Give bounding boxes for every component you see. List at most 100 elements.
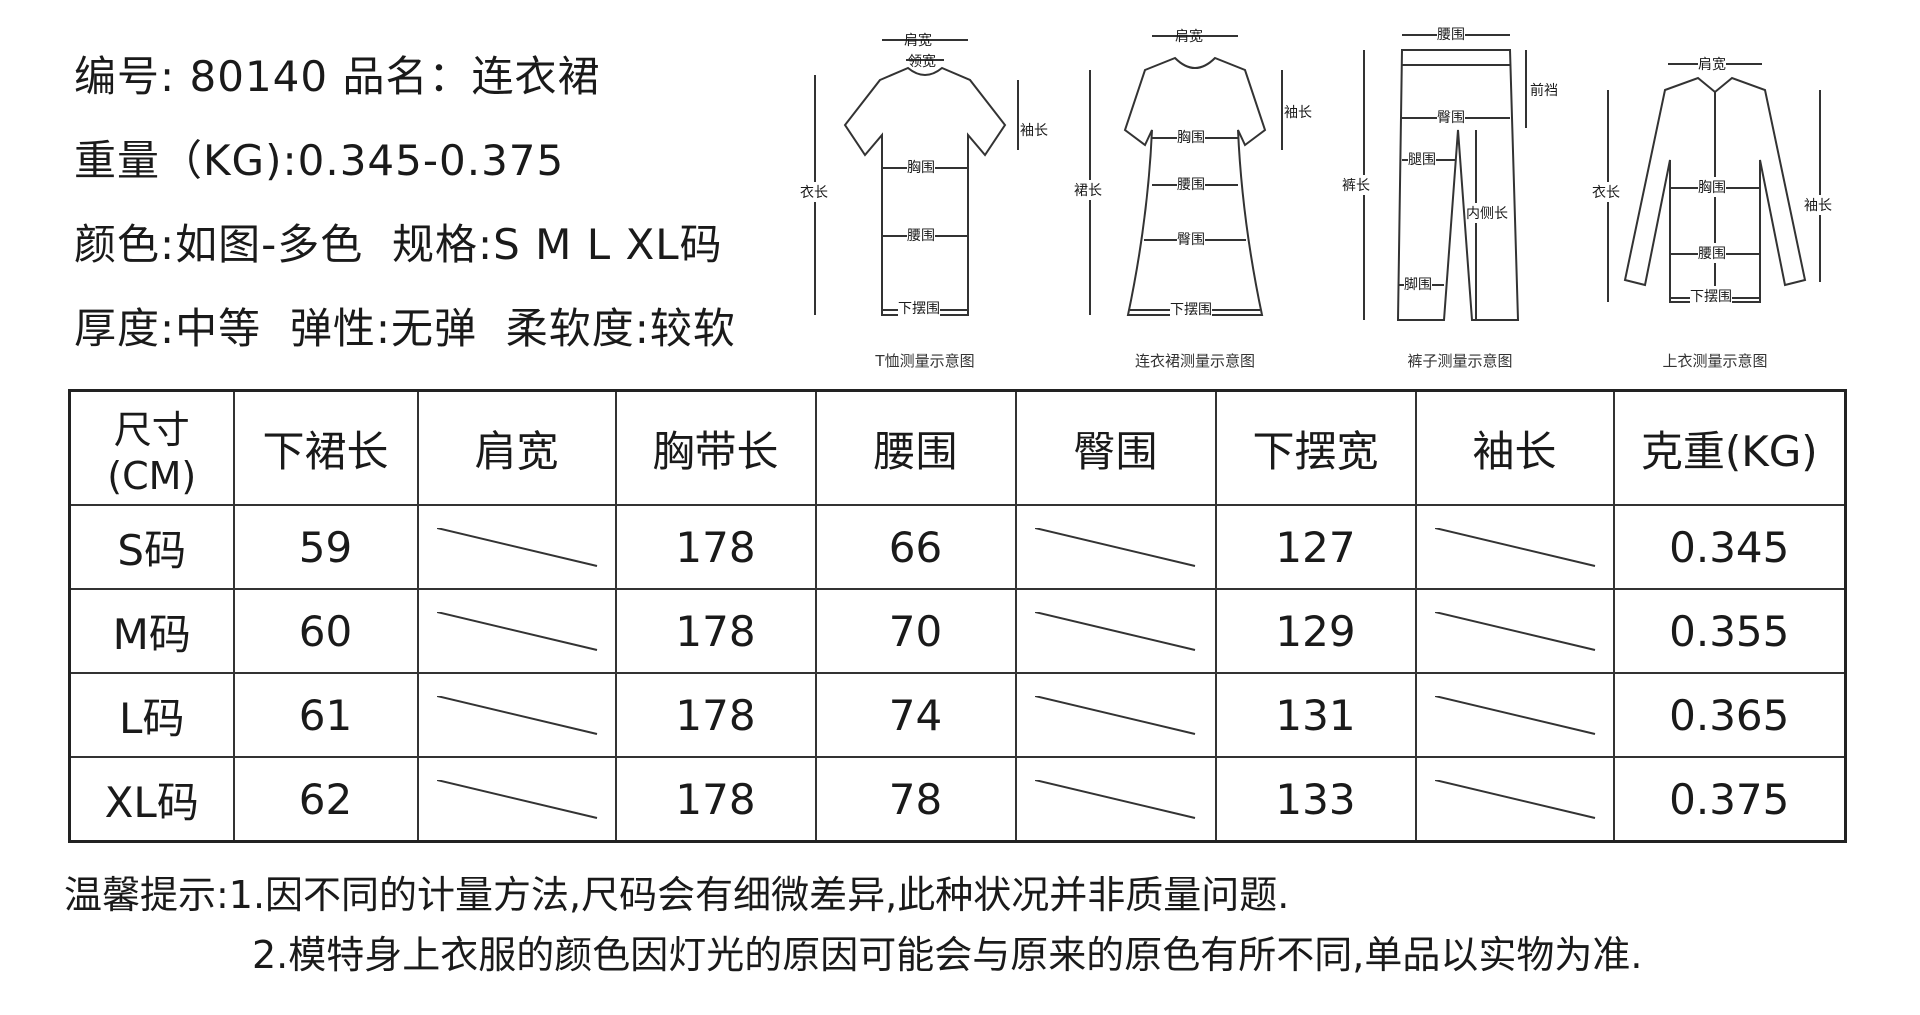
product-fabric-props: 厚度:中等 弹性:无弹 柔软度:较软	[74, 304, 736, 353]
table-row: L码 61 178 74 131 0.365	[68, 672, 1847, 758]
pants-label-inseam: 内侧长	[1466, 203, 1508, 223]
cell-waist: 74	[814, 672, 1017, 758]
cell-size: L码	[68, 672, 235, 758]
pants-illustration	[1363, 34, 1527, 321]
warm-tip-note-1: 温馨提示:1.因不同的计量方法,尺码会有细微差异,此种状况并非质量问题.	[64, 873, 1290, 917]
cell-waist: 78	[814, 756, 1017, 843]
cell-not-applicable	[1414, 504, 1615, 590]
shirt-caption: 上衣测量示意图	[1662, 352, 1768, 370]
pants-label-leg: 脚围	[1404, 274, 1432, 294]
cell-hem-width: 131	[1214, 672, 1417, 758]
diagonal-slash-mark	[436, 528, 597, 567]
dress-diagram: 肩宽 袖长 裙长 胸围 腰围 臀围 下摆围 连衣裙测量示意图	[1070, 20, 1320, 380]
pants-caption: 裤子测量示意图	[1407, 352, 1513, 370]
cell-not-applicable	[416, 504, 617, 590]
cell-not-applicable	[416, 756, 617, 843]
header-sleeve: 袖长	[1414, 389, 1615, 506]
header-waist: 腰围	[814, 389, 1017, 506]
header-hip: 臀围	[1014, 389, 1217, 506]
cell-not-applicable	[1014, 588, 1217, 674]
cell-not-applicable	[1414, 756, 1615, 843]
header-shoulder: 肩宽	[416, 389, 617, 506]
tshirt-label-sleeve: 袖长	[1020, 123, 1048, 139]
cell-hem-width: 127	[1214, 504, 1417, 590]
cell-skirt-length: 59	[232, 504, 419, 590]
diagonal-slash-mark	[1034, 612, 1195, 651]
cell-hem-width: 129	[1214, 588, 1417, 674]
cell-waist: 66	[814, 504, 1017, 590]
cell-weight: 0.375	[1612, 756, 1847, 843]
diagonal-slash-mark	[1434, 528, 1595, 567]
cell-chest-band: 178	[614, 756, 817, 843]
diagonal-slash-mark	[1034, 780, 1195, 819]
diagonal-slash-mark	[436, 612, 597, 651]
pants-diagram: 腰围 前裆 臀围 裤长 腿围 内侧长 脚围 裤子测量示意图	[1340, 20, 1580, 380]
table-row: M码 60 178 70 129 0.355	[68, 588, 1847, 674]
header-size: 尺寸(CM)	[68, 389, 235, 506]
table-row: XL码 62 178 78 133 0.375	[68, 756, 1847, 843]
dress-caption: 连衣裙测量示意图	[1134, 352, 1255, 370]
cell-skirt-length: 60	[232, 588, 419, 674]
tshirt-diagram: 肩宽 领宽 衣长 袖长 胸围 腰围 下摆围 T恤测量示意图	[800, 20, 1050, 380]
cell-chest-band: 178	[614, 588, 817, 674]
shirt-label-shoulder: 肩宽	[1698, 54, 1726, 74]
pants-label-length: 裤长	[1342, 175, 1370, 195]
diagonal-slash-mark	[1434, 780, 1595, 819]
header-skirt-length: 下裙长	[232, 389, 419, 506]
cell-skirt-length: 62	[232, 756, 419, 843]
cell-size: XL码	[68, 756, 235, 843]
diagonal-slash-mark	[1434, 696, 1595, 735]
shirt-label-waist: 腰围	[1698, 243, 1726, 263]
product-weight: 重量（KG):0.345-0.375	[74, 136, 565, 185]
cell-not-applicable	[416, 672, 617, 758]
product-color-spec: 颜色:如图-多色 规格:S M L XL码	[74, 220, 723, 269]
diagonal-slash-mark	[436, 696, 597, 735]
dress-label-shoulder: 肩宽	[1175, 29, 1203, 45]
shirt-label-hem: 下摆围	[1690, 286, 1732, 306]
tshirt-label-chest: 胸围	[907, 157, 935, 177]
cell-weight: 0.355	[1612, 588, 1847, 674]
pants-label-rise: 前裆	[1530, 83, 1558, 99]
tshirt-label-shoulder: 肩宽	[904, 33, 932, 49]
cell-chest-band: 178	[614, 504, 817, 590]
cell-not-applicable	[1014, 504, 1217, 590]
shirt-diagram: 肩宽 衣长 胸围 袖长 腰围 下摆围 上衣测量示意图	[1590, 20, 1840, 380]
tshirt-label-length: 衣长	[800, 182, 828, 202]
cell-not-applicable	[1014, 672, 1217, 758]
header-chest-band: 胸带长	[614, 389, 817, 506]
cell-not-applicable	[416, 588, 617, 674]
tshirt-label-neck: 领宽	[908, 54, 936, 70]
tshirt-label-hem: 下摆围	[898, 298, 940, 318]
size-chart-table: 尺寸(CM) 下裙长 肩宽 胸带长 腰围 臀围 下摆宽 袖长 克重(KG) S码…	[68, 389, 1847, 843]
cell-waist: 70	[814, 588, 1017, 674]
cell-skirt-length: 61	[232, 672, 419, 758]
product-code-name: 编号: 80140 品名：连衣裙	[74, 52, 601, 101]
cell-weight: 0.345	[1612, 504, 1847, 590]
pants-label-thigh: 腿围	[1408, 149, 1436, 169]
tshirt-label-waist: 腰围	[907, 225, 935, 245]
diagonal-slash-mark	[436, 780, 597, 819]
cell-weight: 0.365	[1612, 672, 1847, 758]
dress-label-waist: 腰围	[1177, 174, 1205, 194]
measurement-diagrams: 肩宽 领宽 衣长 袖长 胸围 腰围 下摆围 T恤测量示意图 肩宽 袖长 裙长 胸…	[800, 20, 1840, 380]
header-hem-width: 下摆宽	[1214, 389, 1417, 506]
cell-hem-width: 133	[1214, 756, 1417, 843]
pants-label-waist: 腰围	[1437, 24, 1465, 44]
shirt-label-sleeve: 袖长	[1804, 195, 1832, 215]
warm-tip-note-2: 2.模特身上衣服的颜色因灯光的原因可能会与原来的原色有所不同,单品以实物为准.	[252, 933, 1643, 977]
pants-label-hip: 臀围	[1437, 107, 1465, 127]
cell-size: M码	[68, 588, 235, 674]
dress-label-hem: 下摆围	[1170, 299, 1212, 319]
cell-not-applicable	[1414, 588, 1615, 674]
dress-label-chest: 胸围	[1177, 127, 1205, 147]
cell-not-applicable	[1014, 756, 1217, 843]
diagonal-slash-mark	[1034, 528, 1195, 567]
cell-not-applicable	[1414, 672, 1615, 758]
diagonal-slash-mark	[1034, 696, 1195, 735]
dress-label-hip: 臀围	[1177, 229, 1205, 249]
dress-label-sleeve: 袖长	[1284, 105, 1312, 121]
table-header-row: 尺寸(CM) 下裙长 肩宽 胸带长 腰围 臀围 下摆宽 袖长 克重(KG)	[68, 389, 1847, 506]
dress-label-length: 裙长	[1074, 180, 1102, 200]
diagonal-slash-mark	[1434, 612, 1595, 651]
cell-size: S码	[68, 504, 235, 590]
